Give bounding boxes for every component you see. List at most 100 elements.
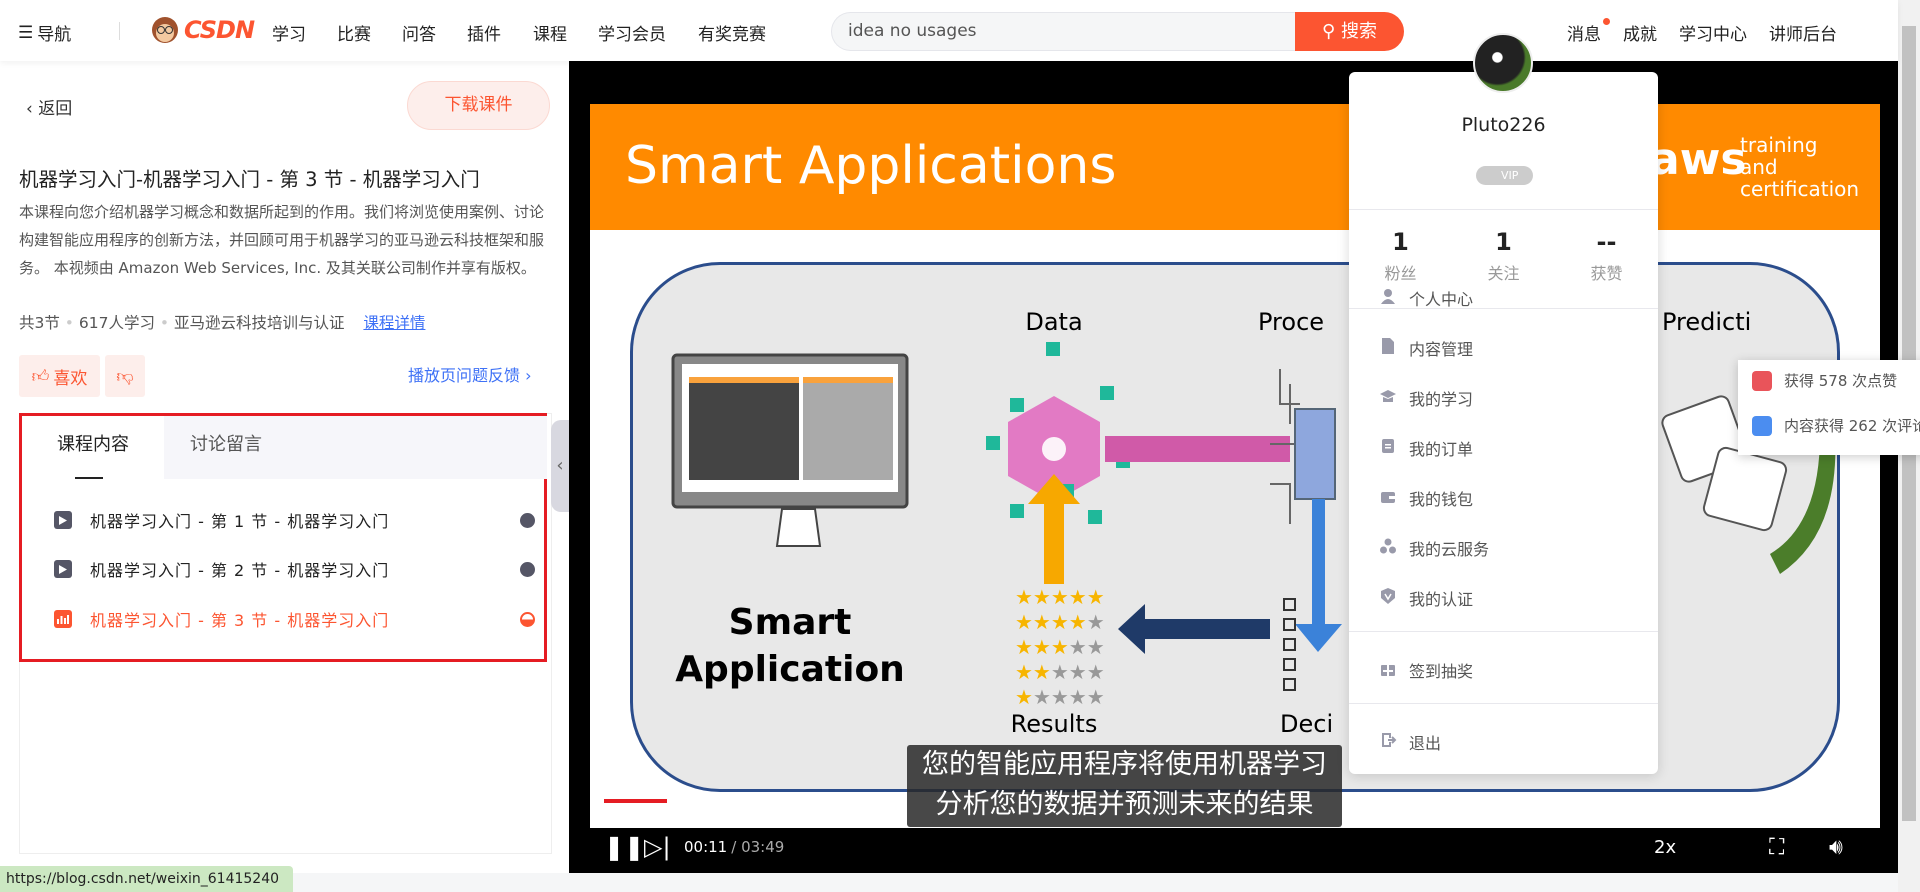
search-button[interactable]: ⚲ 搜索 xyxy=(1295,12,1404,51)
menu-my-learning[interactable]: 我的学习 xyxy=(1379,386,1473,410)
pink-connector xyxy=(1105,436,1290,462)
processor-chip-icon xyxy=(1270,369,1336,524)
course-meta: 共3节 • 617人学习 • 亚马逊云科技培训与认证 课程详情 xyxy=(19,314,426,332)
fullscreen-icon[interactable]: ⛶ xyxy=(1769,834,1785,860)
divider xyxy=(119,22,120,40)
next-icon[interactable]: ▷| xyxy=(644,833,671,861)
chapter-item[interactable]: 机器学习入门 - 第 1 节 - 机器学习入门 xyxy=(54,508,389,532)
nav-membership[interactable]: 学习会员 xyxy=(598,25,666,45)
feedback-link[interactable]: 播放页问题反馈 › xyxy=(408,366,532,385)
menu-my-certification[interactable]: 我的认证 xyxy=(1379,586,1473,610)
thumbs-up-icon: 👍︎ xyxy=(31,366,50,387)
course-title: 机器学习入门-机器学习入门 - 第 3 节 - 机器学习入门 xyxy=(19,168,480,191)
messages-link[interactable]: 消息 xyxy=(1567,25,1601,45)
slide-header: Smart Applications aws training and cert… xyxy=(590,104,1880,230)
menu-logout[interactable]: 退出 xyxy=(1379,730,1441,754)
menu-my-cloud[interactable]: 我的云服务 xyxy=(1379,536,1489,560)
aws-logo: aws xyxy=(1650,134,1747,185)
video-player[interactable]: Smart Applications aws training and cert… xyxy=(569,61,1898,873)
instructor-backend-link[interactable]: 讲师后台 xyxy=(1769,25,1837,45)
chevron-right-icon: › xyxy=(525,366,532,385)
play-icon xyxy=(54,560,72,578)
nav-study[interactable]: 学习 xyxy=(272,25,306,45)
status-bar-url: https://blog.csdn.net/weixin_61415240 xyxy=(0,866,293,892)
progress-fill xyxy=(604,799,667,803)
svg-text:★★★★★: ★★★★★ xyxy=(1015,635,1105,659)
progress-dot-partial xyxy=(520,612,535,627)
tab-course-content[interactable]: 课程内容 xyxy=(22,416,164,479)
page-footer-strip xyxy=(0,873,1898,892)
course-info-panel: ‹ 返回 下载课件 机器学习入门-机器学习入门 - 第 3 节 - 机器学习入门… xyxy=(0,61,569,873)
video-frame-slide: Smart Applications aws training and cert… xyxy=(590,104,1880,828)
chapter-list-box: 课程内容 讨论留言 机器学习入门 - 第 1 节 - 机器学习入门 机器学习入门… xyxy=(19,413,547,662)
hamburger-icon: ☰ xyxy=(18,22,34,43)
progress-dot-complete xyxy=(520,562,535,577)
green-arrow xyxy=(1770,434,1836,574)
shield-v-icon xyxy=(1379,587,1397,609)
label-data: Data xyxy=(1025,308,1082,336)
divider xyxy=(1349,209,1658,210)
course-detail-link[interactable]: 课程详情 xyxy=(363,314,426,332)
nav-plugins[interactable]: 插件 xyxy=(467,25,501,45)
nav-menu-button[interactable]: ☰导航 xyxy=(18,22,72,46)
stat-likes[interactable]: --获赞 xyxy=(1590,228,1623,283)
menu-my-wallet[interactable]: 我的钱包 xyxy=(1379,486,1473,510)
like-badge-icon xyxy=(1752,370,1772,391)
player-controls: ❚❚ ▷| 00:11 / 03:49 2x ⛶ 🔊︎ xyxy=(604,829,1894,865)
progress-track[interactable] xyxy=(604,799,1864,803)
search-icon: ⚲ xyxy=(1322,21,1341,42)
label-application: Application xyxy=(675,649,905,690)
user-avatar[interactable] xyxy=(1473,33,1533,93)
search-input[interactable]: idea no usages xyxy=(831,12,1295,51)
nav-prize-contest[interactable]: 有奖竞赛 xyxy=(698,25,766,45)
total-time: / 03:49 xyxy=(731,838,785,856)
chapter-item[interactable]: 机器学习入门 - 第 2 节 - 机器学习入门 xyxy=(54,557,389,581)
chapter-item-active[interactable]: 机器学习入门 - 第 3 节 - 机器学习入门 xyxy=(54,607,389,631)
nav-qa[interactable]: 问答 xyxy=(402,25,436,45)
svg-text:★★★★★: ★★★★★ xyxy=(1015,610,1105,634)
document-icon xyxy=(1379,337,1397,359)
achievement-tooltip: 获得 578 次点赞 内容获得 262 次评论 xyxy=(1738,360,1920,455)
slide-title: Smart Applications xyxy=(625,136,1117,196)
playback-speed-button[interactable]: 2x xyxy=(1654,836,1677,858)
vip-badge[interactable]: VIP xyxy=(1476,166,1533,185)
course-description: 本课程向您介绍机器学习概念和数据所起到的作用。我们将浏览使用案例、讨论构建智能应… xyxy=(19,203,545,277)
learning-center-link[interactable]: 学习中心 xyxy=(1679,25,1747,45)
nav-contest[interactable]: 比赛 xyxy=(337,25,371,45)
dice-icon xyxy=(1661,395,1788,532)
wallet-icon xyxy=(1379,487,1397,509)
menu-checkin-lottery[interactable]: 签到抽奖 xyxy=(1379,658,1473,682)
pause-icon[interactable]: ❚❚ xyxy=(604,833,645,861)
ml-diagram: ★★★★★★★★★★★★★★★★★★★★★★★★★ Data Proce Pre… xyxy=(671,308,1836,738)
chevron-left-icon: ‹ xyxy=(556,455,564,476)
svg-text:★★★★★: ★★★★★ xyxy=(1015,585,1105,609)
progress-dot-complete xyxy=(520,513,535,528)
volume-icon[interactable]: 🔊︎ xyxy=(1829,834,1843,860)
csdn-logo[interactable]: CSDN xyxy=(150,14,255,46)
star-rating-icon: ★★★★★★★★★★★★★★★★★★★★★★★★★ xyxy=(1015,585,1105,709)
achievements-link[interactable]: 成就 xyxy=(1623,25,1657,45)
divider xyxy=(1349,631,1658,632)
menu-my-orders[interactable]: 我的订单 xyxy=(1379,436,1473,460)
tab-discussion[interactable]: 讨论留言 xyxy=(190,434,262,455)
subtitle-box: 您的智能应用程序将使用机器学习分析您的数据并预测未来的结果 xyxy=(907,745,1342,827)
play-icon xyxy=(54,511,72,529)
like-button[interactable]: 👍︎喜欢 xyxy=(19,355,100,397)
collapse-panel-handle[interactable]: ‹ xyxy=(551,420,569,512)
menu-personal-center[interactable]: 个人中心 xyxy=(1379,286,1473,310)
dislike-button[interactable]: 👎︎ xyxy=(105,355,145,397)
label-smart: Smart xyxy=(729,602,852,643)
back-link[interactable]: ‹ 返回 xyxy=(26,99,73,119)
menu-content-management[interactable]: 内容管理 xyxy=(1379,336,1473,360)
divider xyxy=(1349,308,1658,309)
label-decide: Deci xyxy=(1280,710,1333,738)
monkey-logo-icon xyxy=(152,17,178,43)
nav-courses[interactable]: 课程 xyxy=(533,25,567,45)
user-icon xyxy=(1379,287,1397,309)
down-arrow xyxy=(1295,499,1342,652)
download-courseware-button[interactable]: 下载课件 xyxy=(407,81,550,130)
